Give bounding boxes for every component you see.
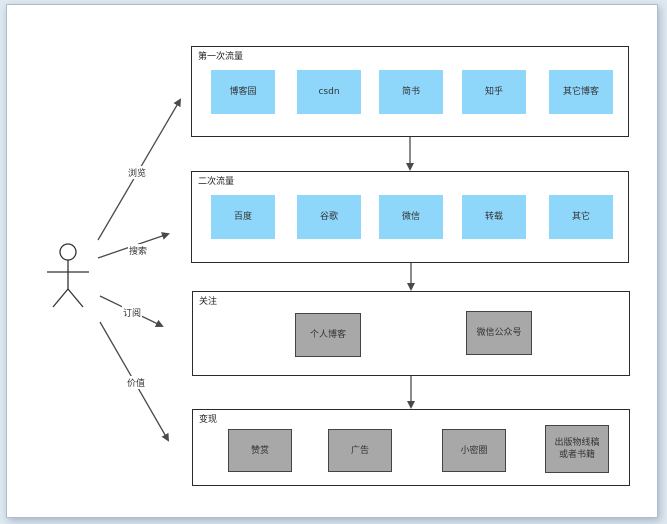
node-publications: 出版物线稿或者书籍 [545, 425, 609, 473]
node-csdn: csdn [297, 70, 361, 114]
node-google: 谷歌 [297, 195, 361, 239]
node-paid-circle: 小密圈 [442, 429, 506, 472]
node-baidu: 百度 [211, 195, 275, 239]
panel-title: 二次流量 [198, 177, 235, 187]
edge-label-value: 价值 [126, 376, 147, 389]
node-zhihu: 知乎 [462, 70, 526, 114]
panel-title: 关注 [199, 297, 218, 307]
edge-label-browse: 浏览 [127, 166, 148, 179]
panel-title: 第一次流量 [198, 52, 244, 62]
node-personal-blog: 个人博客 [295, 313, 361, 357]
panel-title: 变现 [199, 415, 218, 425]
node-wechat: 微信 [379, 195, 443, 239]
edge-label-subscribe: 订阅 [122, 306, 143, 319]
node-ads: 广告 [328, 429, 392, 472]
node-other: 其它 [549, 195, 613, 239]
node-other-blogs: 其它博客 [549, 70, 613, 114]
edge-label-search: 搜索 [128, 244, 149, 257]
node-wechat-official-account: 微信公众号 [466, 311, 532, 355]
node-tips: 赞赏 [228, 429, 292, 472]
panel-follow: 关注 [192, 291, 630, 376]
stick-figure-icon [47, 243, 89, 308]
node-repost: 转载 [462, 195, 526, 239]
node-jianshu: 简书 [379, 70, 443, 114]
node-cnblogs: 博客园 [211, 70, 275, 114]
